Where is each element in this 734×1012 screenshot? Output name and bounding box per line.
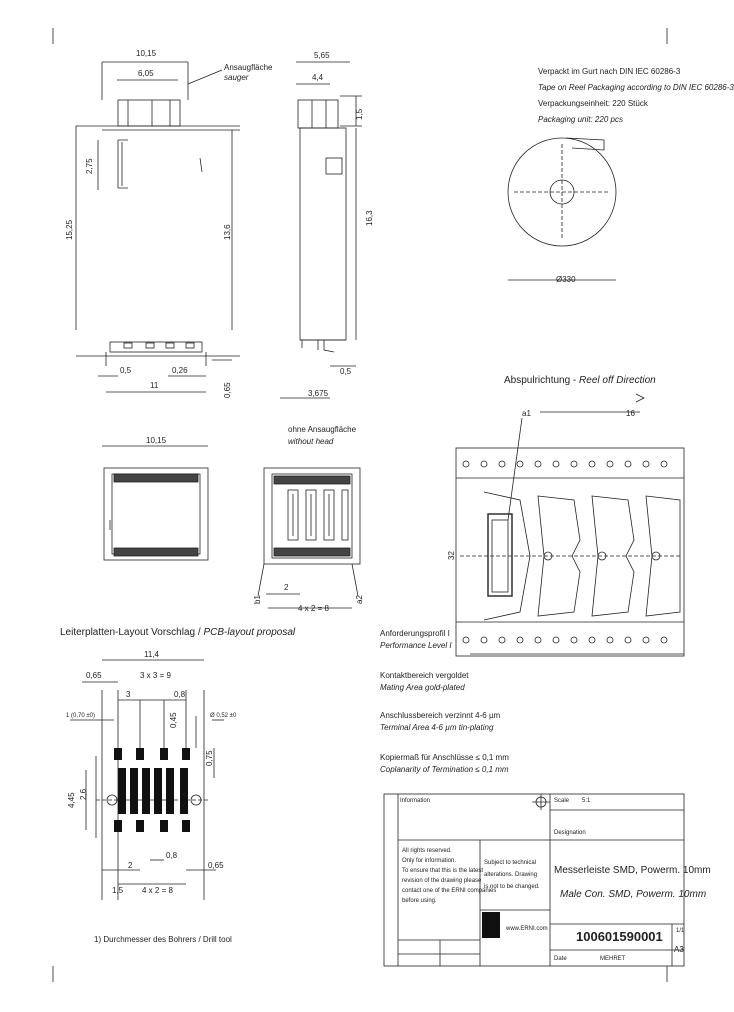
dim-pcb-span2: 4 x 2 = 8 xyxy=(142,886,173,895)
tb-subject-1: Subject to technical xyxy=(484,860,537,866)
tb-date-label: Date xyxy=(554,956,567,962)
dim-bottom-len: 11 xyxy=(150,381,159,390)
dim-pcb-445: 4,45 xyxy=(67,792,76,808)
tb-scale-label: Scale xyxy=(554,798,570,804)
dim-plan2-pitch: 2 xyxy=(284,583,289,592)
dim-pcb-d8: 0,8 xyxy=(174,690,186,699)
dim-front-height-total: 13,6 xyxy=(223,224,232,240)
tb-rights-3: To ensure that this is the latest xyxy=(402,868,484,874)
note-1-de: Anforderungsprofil I xyxy=(380,629,450,638)
label-ohne-ansaug-en: without head xyxy=(288,437,334,446)
reel-info-1: Verpackt im Gurt nach DIN IEC 60286-3 xyxy=(538,67,681,76)
tb-designation-label: Designation xyxy=(554,830,586,836)
tb-rights-2: Only for information. xyxy=(402,858,457,864)
dim-bottom-foot: 0,65 xyxy=(223,382,232,398)
tb-subject-2: alterations. Drawing xyxy=(484,872,538,878)
label-b1: b1 xyxy=(253,595,262,604)
tb-sheet: 1/1 xyxy=(676,928,685,934)
reel-direction-title: Abspulrichtung - Reel off Direction xyxy=(504,375,656,386)
reel-info-2: Tape on Reel Packaging according to DIN … xyxy=(538,83,734,92)
label-ansaugflaeche: Ansaugfläche xyxy=(224,63,273,72)
note-1-en: Performance Level I xyxy=(380,641,452,650)
dim-side-bottom-a: 3,675 xyxy=(308,389,329,398)
dim-reel-width: 32 xyxy=(447,551,456,560)
tb-rights-1: All rights reserved. xyxy=(402,848,452,854)
tb-part-number: 100601590001 xyxy=(576,929,663,944)
dim-pcb-045: 0,45 xyxy=(169,712,178,728)
dim-pcb-075: 0,75 xyxy=(205,750,214,766)
dim-pcb-26: 2,6 xyxy=(79,788,88,800)
dim-side-inner: 4,4 xyxy=(312,73,324,82)
dim-plan2-span: 4 x 2 = 8 xyxy=(298,604,329,613)
dim-pcb-2: 2 xyxy=(128,861,133,870)
dim-pcb-edge: 0,65 xyxy=(86,671,102,680)
pcb-layout-title: Leiterplatten-Layout Vorschlag / PCB-lay… xyxy=(60,627,296,638)
note-2-en: Mating Area gold-plated xyxy=(380,683,465,692)
reel-info-3: Verpackungseinheit: 220 Stück xyxy=(538,99,648,108)
tb-website: www.ERNI.com xyxy=(506,926,548,932)
dim-pcb-span3: 3 xyxy=(126,690,131,699)
reel-info-4: Packaging unit: 220 pcs xyxy=(538,115,623,124)
note-2-de: Kontaktbereich vergoldet xyxy=(380,671,469,680)
label-ansaug-en: sauger xyxy=(224,73,249,82)
dim-pcb-hole-right: Ø 0,52 ±0 xyxy=(210,713,237,719)
note-3-en: Terminal Area 4-6 µm tin-plating xyxy=(380,723,494,732)
dim-side-overall: 5,65 xyxy=(314,51,330,60)
tb-scale-value: 5:1 xyxy=(582,798,591,804)
note-4-de: Kopiermaß für Anschlüsse ≤ 0,1 mm xyxy=(380,753,509,762)
note-4-en: Coplanarity of Termination ≤ 0,1 mm xyxy=(380,765,509,774)
label-ohne-ansaug: ohne Ansaugfläche xyxy=(288,425,357,434)
tb-format: A3 xyxy=(674,945,684,954)
dim-left-total: 15,25 xyxy=(65,219,74,240)
label-a1: a1 xyxy=(522,409,531,418)
label-a2: a2 xyxy=(355,595,364,604)
tb-drawn-label: MEHRET xyxy=(600,956,626,962)
dim-plan-width: 10,15 xyxy=(146,436,167,445)
dim-side-step: 1,5 xyxy=(355,108,364,120)
dim-pcb-total: 11,4 xyxy=(144,650,159,659)
dim-pcb-hole: 1 (0,70 ±0) xyxy=(66,713,95,719)
dim-side-height: 16,3 xyxy=(365,210,374,226)
dim-bottom-pitch-half: 0,5 xyxy=(120,366,132,375)
tb-rights-4: revision of the drawing please xyxy=(402,878,482,884)
tb-subject-3: is not to be changed. xyxy=(484,884,540,890)
dim-pcb-15: 1,5 xyxy=(112,886,124,895)
pcb-footnote: 1) Durchmesser des Bohrers / Drill tool xyxy=(94,935,232,944)
dim-top-width: 10,15 xyxy=(136,49,157,58)
dim-top-inner: 6,05 xyxy=(138,69,154,78)
dim-reel-pitch: 16 xyxy=(626,409,635,418)
tb-rights-5: contact one of the ERNI companies xyxy=(402,888,497,894)
tb-info-label: Information xyxy=(400,798,431,804)
tb-title-de: Messerleiste SMD, Powerm. 10mm xyxy=(554,865,711,876)
dim-bottom-pitch: 0,26 xyxy=(172,366,188,375)
dim-front-height-small: 2,75 xyxy=(85,158,94,174)
tb-title-en: Male Con. SMD, Powerm. 10mm xyxy=(560,889,707,900)
note-3-de: Anschlussbereich verzinnt 4-6 µm xyxy=(380,711,501,720)
dim-pcb-08b: 0,8 xyxy=(166,851,178,860)
dim-reel-diameter: Ø330 xyxy=(556,275,576,284)
dim-pcb-span: 3 x 3 = 9 xyxy=(140,671,171,680)
dim-pcb-065b: 0,65 xyxy=(208,861,224,870)
tb-rights-6: before using. xyxy=(402,898,437,904)
dim-side-bottom-b: 0,5 xyxy=(340,367,352,376)
